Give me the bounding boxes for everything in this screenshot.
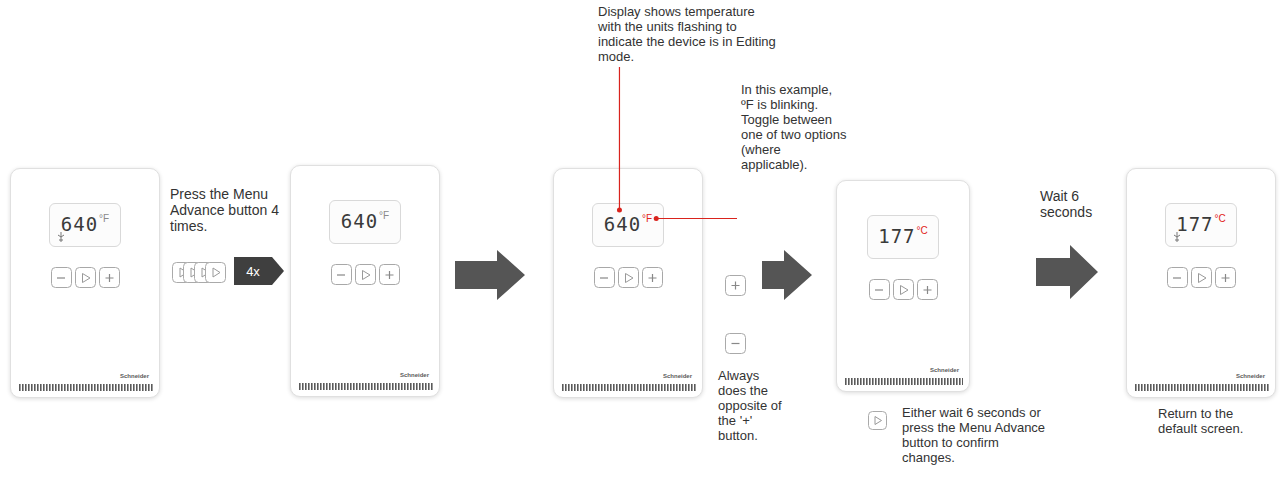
display-reading: 640	[341, 210, 378, 232]
unit-symbol: °C	[1215, 213, 1226, 224]
brand-logo: Schneider	[930, 367, 959, 374]
display-reading: 177	[1176, 213, 1213, 235]
callout-text: Press the Menu Advance button 4 times.	[170, 186, 286, 234]
display-reading: 177	[878, 225, 915, 247]
brand-logo: Schneider	[663, 373, 692, 380]
callout-text: Always does the opposite of the '+' butt…	[718, 368, 790, 443]
display-reading: 640	[604, 213, 641, 235]
flow-arrow	[762, 250, 812, 300]
vent-grille	[19, 384, 153, 391]
leader-dot	[654, 216, 659, 221]
plus-button	[726, 276, 746, 296]
lcd-display: 177°C	[867, 215, 939, 259]
flow-arrow	[234, 257, 284, 285]
unit-symbol: °F	[379, 210, 389, 221]
callout-text: Either wait 6 seconds or press the Menu …	[902, 405, 1050, 465]
leader-line	[619, 67, 620, 210]
vent-grille	[1135, 384, 1269, 391]
thermostat-device: 640°F Schneider	[553, 168, 703, 398]
edge-label: 4x	[246, 264, 260, 279]
callout-text: Display shows temperature with the units…	[598, 4, 778, 64]
unit-symbol: °C	[917, 225, 928, 236]
lcd-display: 640°F	[592, 203, 664, 247]
lcd-display: 177°C	[1165, 203, 1237, 247]
callout-text: Return to the default screen.	[1158, 406, 1264, 436]
thermostat-device: 640°F Schneider	[10, 168, 160, 398]
button-row	[330, 264, 400, 286]
thermostat-device: 177°C Schneider	[1126, 168, 1276, 398]
leader-line	[656, 218, 737, 219]
button-row	[1166, 267, 1236, 289]
button-row	[50, 267, 120, 289]
vent-grille	[845, 378, 963, 385]
brand-logo: Schneider	[1236, 373, 1265, 380]
brand-logo: Schneider	[120, 373, 149, 380]
display-reading: 640	[61, 213, 98, 235]
button-row	[593, 267, 663, 289]
thermostat-device: 177°C Schneider	[836, 180, 970, 392]
vent-grille	[299, 383, 433, 390]
menu-advance-button	[869, 412, 887, 430]
stacked-menu-buttons	[173, 263, 226, 283]
unit-symbol: °F	[642, 213, 652, 224]
leader-dot	[617, 208, 622, 213]
unit-symbol: °F	[99, 213, 109, 224]
minus-button	[726, 334, 746, 354]
flow-arrow	[1036, 245, 1098, 299]
brand-logo: Schneider	[400, 372, 429, 379]
lcd-display: 640°F	[49, 203, 121, 247]
lcd-display: 640°F	[329, 200, 401, 244]
button-row	[868, 279, 938, 301]
callout-text: In this example, ºF is blinking. Toggle …	[741, 82, 847, 172]
thermostat-device: 640°F Schneider	[290, 165, 440, 397]
flow-arrow	[455, 250, 525, 300]
vent-grille	[562, 384, 696, 391]
edge-label: Wait 6 seconds	[1040, 188, 1106, 220]
